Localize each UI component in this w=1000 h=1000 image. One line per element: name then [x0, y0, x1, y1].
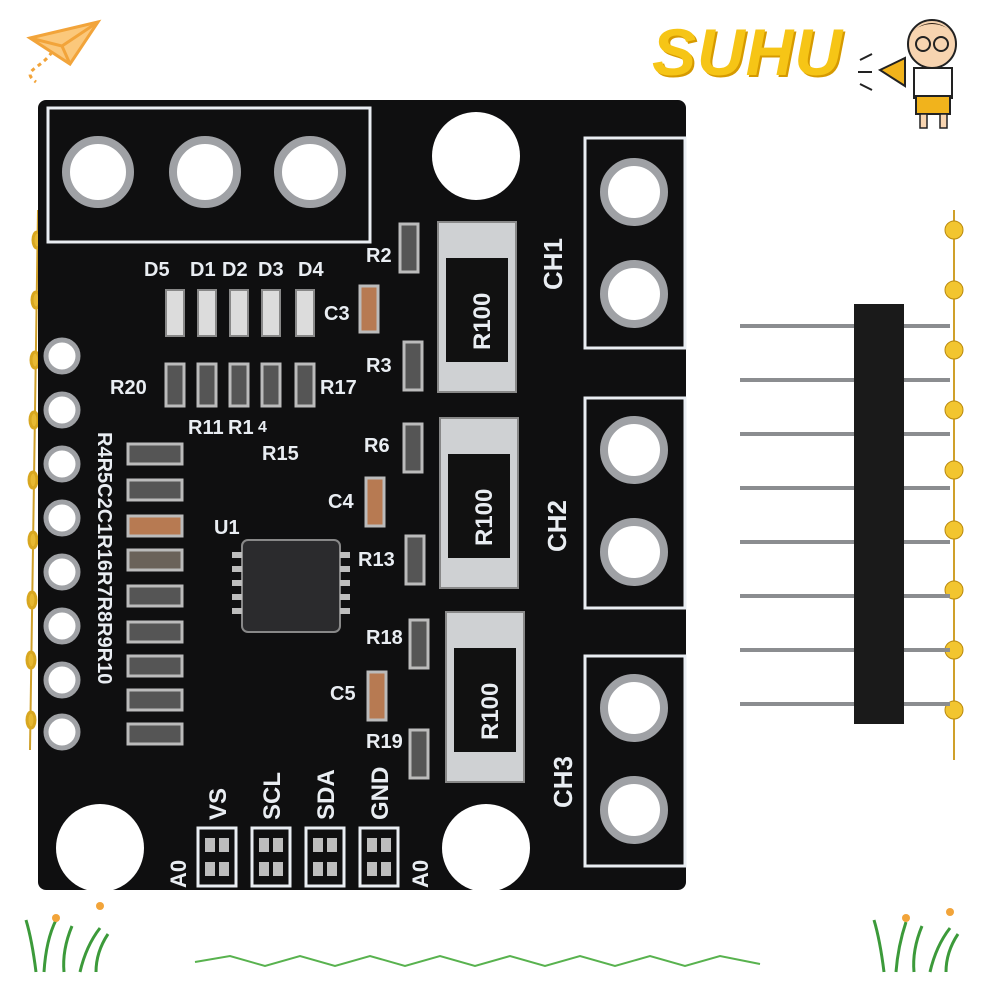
bottom-pads [196, 826, 400, 888]
address-label-right: A0 [408, 860, 433, 888]
label-r1: R1 [228, 417, 254, 439]
label-r2: R2 [366, 245, 392, 267]
left-header-holes [43, 337, 81, 751]
pin-label-sda: SDA [313, 769, 340, 820]
diode-label-d5: D5 [144, 259, 170, 281]
zigzag-line-decoration [194, 954, 761, 968]
grass-decoration-left [24, 902, 110, 973]
shunt-marking-2: R100 [471, 489, 498, 546]
address-label-left: A0 [166, 860, 191, 888]
mounting-holes [56, 112, 530, 892]
label-r18: R18 [366, 627, 403, 649]
silkscreen-labels: D5 D1 D2 D3 D4 R2 C3 R3 R20 R17 R11 R1 4… [93, 238, 578, 888]
pin-header [740, 304, 950, 724]
label-c4: C4 [328, 491, 354, 513]
grass-decoration-right [872, 908, 960, 973]
shunt-marking-3: R100 [477, 683, 504, 740]
label-r11: R11 [188, 417, 224, 439]
label-r6: R6 [364, 435, 390, 457]
resistor-row [164, 362, 316, 408]
right-vine-decoration [944, 210, 964, 760]
left-smd-column [126, 442, 184, 746]
label-r20: R20 [110, 377, 147, 399]
label-r17: R17 [320, 377, 357, 399]
channel-label-ch1: CH1 [538, 238, 568, 290]
label-r13: R13 [358, 549, 395, 571]
diode-label-d3: D3 [258, 259, 284, 281]
channel-label-ch3: CH3 [548, 756, 578, 808]
suhu-logo: SUHU [652, 15, 844, 89]
diode-label-d1: D1 [190, 259, 216, 281]
left-resistor-labels: R4R5C2C1R16R7R8R9R10 [93, 432, 115, 684]
label-c5: C5 [330, 683, 356, 705]
channel-label-ch2: CH2 [542, 500, 572, 552]
label-r19: R19 [366, 731, 403, 753]
shunt-resistor-2 [439, 417, 519, 589]
pin-label-scl: SCL [259, 772, 286, 820]
shunt-resistor-1 [437, 221, 517, 393]
diode-label-d2: D2 [222, 259, 248, 281]
shunt-resistor-3 [445, 611, 525, 783]
led-array [165, 289, 315, 337]
label-r14: 4 [258, 419, 267, 436]
mascot-icon [858, 19, 957, 129]
label-c3: C3 [324, 303, 350, 325]
label-r3: R3 [366, 355, 392, 377]
paper-plane-icon [26, 19, 102, 84]
pin-label-gnd: GND [367, 767, 394, 820]
through-holes [62, 136, 668, 844]
label-u1: U1 [214, 517, 240, 539]
pin-label-vs: VS [205, 788, 232, 820]
label-r15: R15 [262, 443, 299, 465]
ina3221-chip [232, 539, 350, 633]
shunt-marking-1: R100 [469, 293, 496, 350]
diode-label-d4: D4 [298, 259, 324, 281]
small-smd-parts [358, 222, 430, 780]
